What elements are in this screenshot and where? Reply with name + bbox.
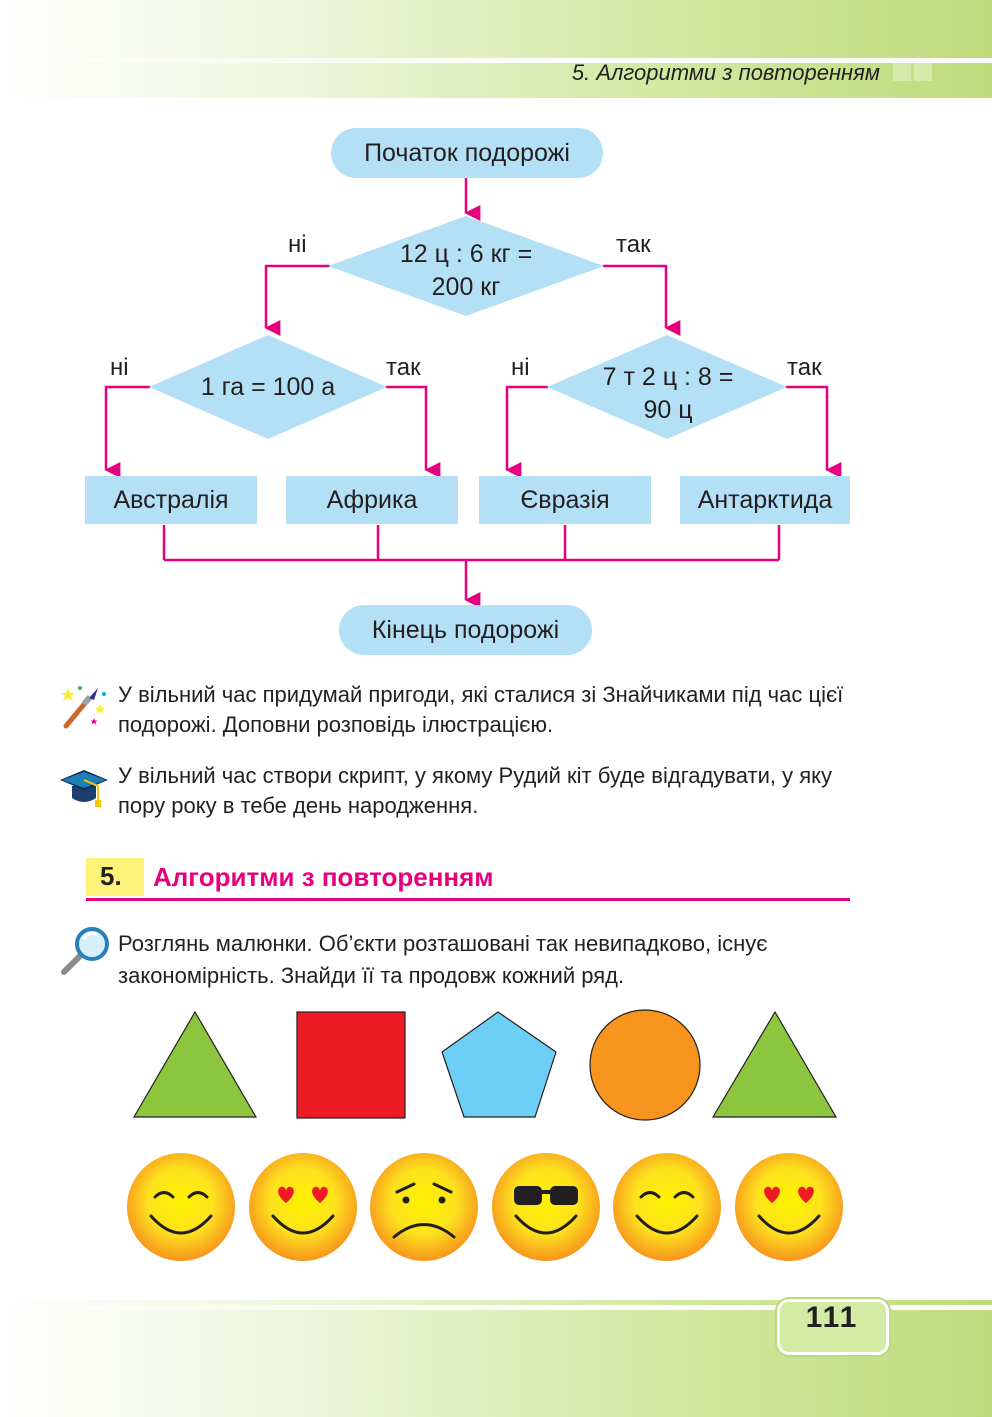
smiley-sunglasses: [492, 1153, 600, 1261]
shapes-row: [132, 1009, 838, 1121]
section-underline: [86, 898, 850, 901]
section-number-background: [86, 858, 144, 896]
page-number: 111: [805, 1301, 859, 1334]
label-no-right: ні: [511, 354, 530, 381]
flow-start-terminal: Початок подорожі: [331, 128, 603, 178]
page-number-box: [777, 1299, 889, 1355]
header-divider-line: [0, 58, 992, 63]
decision-right-shape: [547, 335, 787, 439]
outcome-australia: Австралія: [85, 476, 257, 524]
section-number: 5.: [100, 861, 122, 891]
header-square-1: [893, 63, 911, 81]
smileys-row: [127, 1153, 843, 1261]
outcome-antarctica: Антарктида: [680, 476, 850, 524]
arrow-no-top: [264, 264, 330, 336]
decision-top-line2: 200 кг: [431, 273, 501, 301]
shape-triangle-2: [711, 1010, 838, 1118]
running-head: 5. Алгоритми з повторенням: [571, 60, 880, 85]
flow-end-terminal: Кінець подорожі: [339, 605, 592, 655]
header-band: [0, 0, 992, 98]
decision-top-shape: [328, 216, 604, 316]
outcome-africa: Африка: [286, 476, 458, 524]
arrow-yes-top: [603, 264, 681, 336]
smiley-smile-1: [127, 1153, 235, 1261]
shape-square: [296, 1011, 406, 1119]
smiley-smile-2: [613, 1153, 721, 1261]
arrow-no-left: [104, 385, 150, 478]
task-2-text: У вільний час створи скрипт, у якому Руд…: [118, 763, 832, 818]
decision-top-line1: 12 ц : 6 кг =: [399, 240, 533, 268]
footer-divider-line: [0, 1305, 992, 1310]
magnifier-icon: [61, 927, 109, 975]
header-square-2: [914, 63, 932, 81]
label-yes-left: так: [386, 354, 421, 381]
decision-right-line1: 7 т 2 ц : 8 =: [602, 363, 734, 391]
smiley-sad: [370, 1153, 478, 1261]
smiley-hearts-2: [735, 1153, 843, 1261]
label-yes-top: так: [616, 231, 651, 258]
decision-left: 1 га = 100 а: [200, 372, 336, 401]
shape-pentagon: [441, 1011, 557, 1118]
arrow-no-right: [505, 385, 548, 478]
label-no-left: ні: [110, 354, 129, 381]
task-1-text: У вільний час придумай пригоди, які стал…: [118, 682, 844, 737]
decision-right-line2: 90 ц: [643, 396, 693, 424]
shape-circle: [589, 1009, 701, 1121]
decision-right: 7 т 2 ц : 8 = 90 ц: [572, 361, 764, 427]
paintbrush-stars-icon: [61, 686, 106, 729]
label-no-top: ні: [288, 231, 307, 258]
intro-text: Розглянь малюнки. Об’єкти розташовані та…: [118, 931, 768, 988]
smiley-hearts-1: [249, 1153, 357, 1261]
flowchart-connectors: [104, 177, 842, 608]
section-title: Алгоритми з повторенням: [153, 862, 494, 892]
shape-triangle-1: [132, 1010, 258, 1118]
arrow-yes-left: [386, 385, 441, 478]
label-yes-right: так: [787, 354, 822, 381]
arrow-yes-right: [786, 385, 842, 478]
decision-top: 12 ц : 6 кг = 200 кг: [370, 238, 562, 304]
decision-left-shape: [149, 335, 387, 439]
outcome-eurasia: Євразія: [479, 476, 651, 524]
graduation-cap-icon: [60, 770, 108, 807]
